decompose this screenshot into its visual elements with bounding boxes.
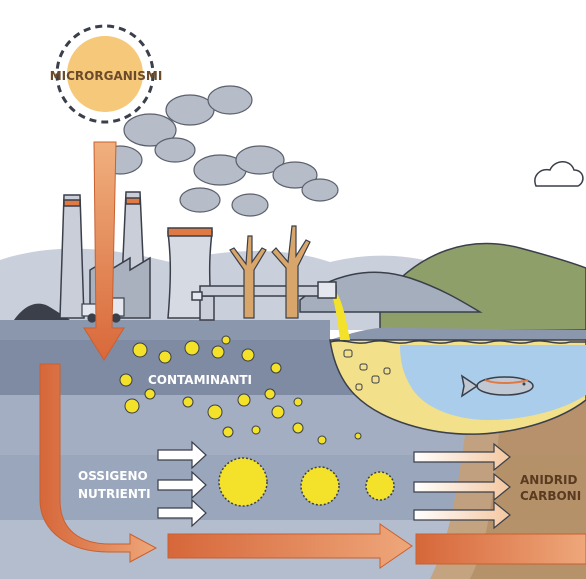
- label-co2-line1: ANIDRID: [520, 473, 577, 487]
- curved-flow-arrow: [39, 363, 158, 563]
- pipe-outflow: [332, 292, 350, 340]
- right-flow-arrow: [415, 533, 586, 565]
- label-oxygen: OSSIGENO: [78, 469, 148, 483]
- dead-tree-icon: [229, 225, 311, 319]
- smoke: [97, 85, 339, 217]
- lake-particles: [343, 349, 391, 391]
- label-co2-line2: CARBONI: [520, 489, 581, 503]
- label-contaminants: CONTAMINANTI: [148, 373, 252, 387]
- label-nutrients: NUTRIENTI: [78, 487, 151, 501]
- oxygen-arrows: [157, 440, 207, 528]
- co2-arrows: [413, 442, 511, 530]
- brown-soil-deep: [470, 392, 586, 579]
- sun-down-arrow: [83, 141, 125, 361]
- lake-surface: [329, 340, 586, 344]
- pipe-icon: [191, 281, 337, 321]
- horizontal-flow-arrow: [167, 523, 413, 569]
- fish-icon: [460, 374, 534, 398]
- microbe-clusters: [218, 457, 395, 507]
- contaminant-particles: [119, 335, 362, 445]
- label-microorganisms: MICRORGANISMI: [50, 69, 163, 83]
- sun-icon: [55, 24, 155, 124]
- cloud-icon: [534, 161, 584, 187]
- coal-pile: [14, 303, 70, 320]
